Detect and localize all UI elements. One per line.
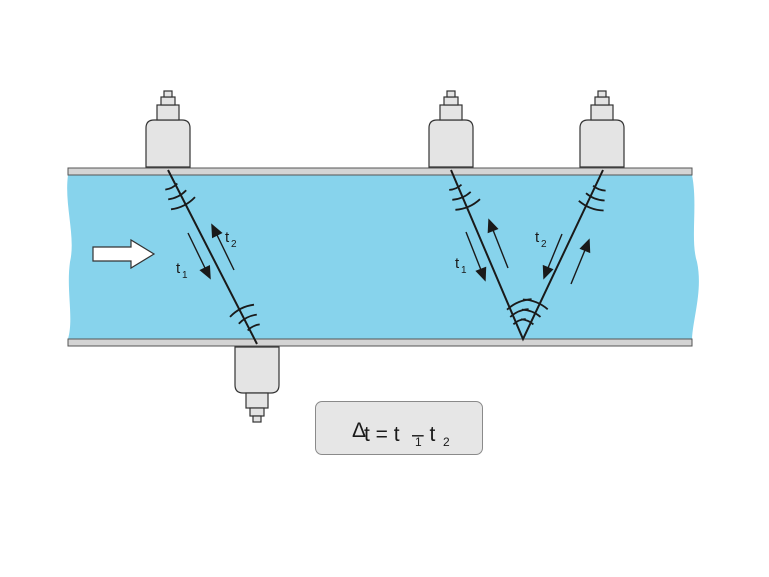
arrow-t2-right <box>487 218 509 269</box>
wave-fronts-top-middle <box>449 183 481 211</box>
wave-fronts-top-left <box>165 182 196 211</box>
arrow-t2-left <box>211 223 235 271</box>
svg-text:1: 1 <box>182 270 188 281</box>
arrow-t1-right <box>465 231 487 282</box>
formula-lhs: t = t <box>364 423 400 446</box>
svg-text:2: 2 <box>231 239 237 250</box>
pipe-wall-top <box>67 167 693 176</box>
transducer-top-left <box>145 90 191 168</box>
formula-sub2: 2 <box>443 435 450 449</box>
label-t2-right: t 2 <box>535 229 547 250</box>
signal-path-left <box>167 169 258 345</box>
wave-fronts-reflection-right <box>520 298 549 326</box>
svg-text:t: t <box>535 229 540 246</box>
label-t2-left: t 2 <box>225 229 237 250</box>
formula-sub1: 1 <box>415 435 422 449</box>
label-t1-left: t 1 <box>176 260 188 281</box>
transducer-top-right <box>579 90 625 168</box>
formula-minus: – t <box>412 423 436 446</box>
wave-fronts-bottom <box>229 303 260 332</box>
arrow-t1-left <box>187 232 211 280</box>
svg-text:2: 2 <box>541 239 547 250</box>
pipe-wall-bottom <box>67 338 693 347</box>
svg-text:1: 1 <box>461 265 467 276</box>
formula-box: Δ t = t 1 – t 2 <box>315 401 483 455</box>
arrow-t2-vright-down <box>542 233 563 280</box>
delta-symbol: Δ <box>352 419 367 442</box>
signal-path-v <box>450 169 604 342</box>
flow-arrow-icon <box>92 238 156 270</box>
transducer-top-middle <box>428 90 474 168</box>
wave-fronts-top-right <box>578 184 606 212</box>
wave-fronts-reflection-left <box>506 298 532 326</box>
svg-text:t: t <box>455 255 460 272</box>
transducer-bottom <box>234 346 280 423</box>
svg-text:t: t <box>225 229 230 246</box>
label-t1-right: t 1 <box>455 255 467 276</box>
fluid-region <box>67 175 699 339</box>
arrow-t1-vright-up <box>570 238 591 285</box>
svg-text:t: t <box>176 260 181 277</box>
